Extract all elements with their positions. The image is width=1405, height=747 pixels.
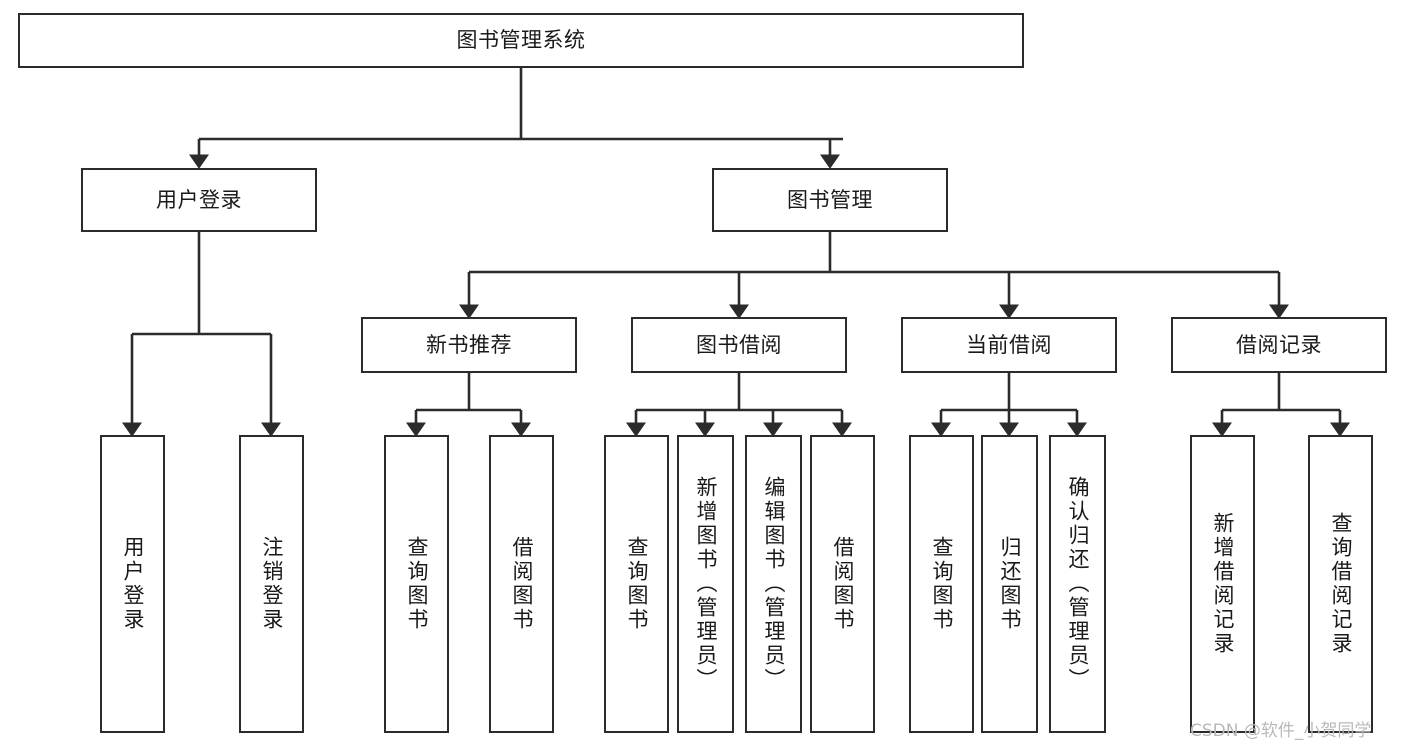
node-leaf-logout-label: 注销登录 xyxy=(260,536,284,632)
node-current-borrow[interactable]: 当前借阅 xyxy=(901,317,1117,373)
node-leaf-user-login-label: 用户登录 xyxy=(121,536,145,632)
node-leaf-add-book-label: 新增图书（管理员） xyxy=(694,476,718,692)
node-leaf-borrow-book-1-label: 借阅图书 xyxy=(510,536,534,632)
node-current-borrow-label: 当前借阅 xyxy=(966,332,1052,357)
node-root-label: 图书管理系统 xyxy=(456,28,586,53)
node-leaf-return-book[interactable]: 归还图书 xyxy=(981,435,1038,733)
node-leaf-add-record-label: 新增借阅记录 xyxy=(1211,512,1235,656)
node-leaf-confirm-return[interactable]: 确认归还（管理员） xyxy=(1049,435,1106,733)
node-leaf-add-record[interactable]: 新增借阅记录 xyxy=(1190,435,1255,733)
node-leaf-user-login[interactable]: 用户登录 xyxy=(100,435,165,733)
node-new-book-rec[interactable]: 新书推荐 xyxy=(361,317,577,373)
node-borrow-record[interactable]: 借阅记录 xyxy=(1171,317,1387,373)
node-leaf-query-record-label: 查询借阅记录 xyxy=(1329,512,1353,656)
node-root[interactable]: 图书管理系统 xyxy=(18,13,1024,68)
csdn-watermark: CSDN @软件_小贺同学 xyxy=(1190,721,1372,741)
node-book-borrow-label: 图书借阅 xyxy=(696,332,782,357)
node-book-borrow[interactable]: 图书借阅 xyxy=(631,317,847,373)
node-leaf-add-book[interactable]: 新增图书（管理员） xyxy=(677,435,734,733)
node-leaf-logout[interactable]: 注销登录 xyxy=(239,435,304,733)
node-new-book-rec-label: 新书推荐 xyxy=(426,332,512,357)
node-leaf-edit-book[interactable]: 编辑图书（管理员） xyxy=(745,435,802,733)
node-leaf-return-book-label: 归还图书 xyxy=(998,536,1022,632)
node-leaf-query-book-2[interactable]: 查询图书 xyxy=(604,435,669,733)
node-user-login[interactable]: 用户登录 xyxy=(81,168,317,232)
node-leaf-borrow-book-1[interactable]: 借阅图书 xyxy=(489,435,554,733)
node-leaf-confirm-return-label: 确认归还（管理员） xyxy=(1066,476,1090,692)
node-leaf-borrow-book-2-label: 借阅图书 xyxy=(831,536,855,632)
node-leaf-query-book-1-label: 查询图书 xyxy=(405,536,429,632)
node-borrow-record-label: 借阅记录 xyxy=(1236,332,1322,357)
node-leaf-query-book-1[interactable]: 查询图书 xyxy=(384,435,449,733)
node-leaf-query-book-3-label: 查询图书 xyxy=(930,536,954,632)
node-leaf-query-record[interactable]: 查询借阅记录 xyxy=(1308,435,1373,733)
node-leaf-edit-book-label: 编辑图书（管理员） xyxy=(762,476,786,692)
node-book-manage[interactable]: 图书管理 xyxy=(712,168,948,232)
node-leaf-borrow-book-2[interactable]: 借阅图书 xyxy=(810,435,875,733)
node-user-login-label: 用户登录 xyxy=(156,187,242,212)
node-leaf-query-book-2-label: 查询图书 xyxy=(625,536,649,632)
node-book-manage-label: 图书管理 xyxy=(787,187,873,212)
node-leaf-query-book-3[interactable]: 查询图书 xyxy=(909,435,974,733)
